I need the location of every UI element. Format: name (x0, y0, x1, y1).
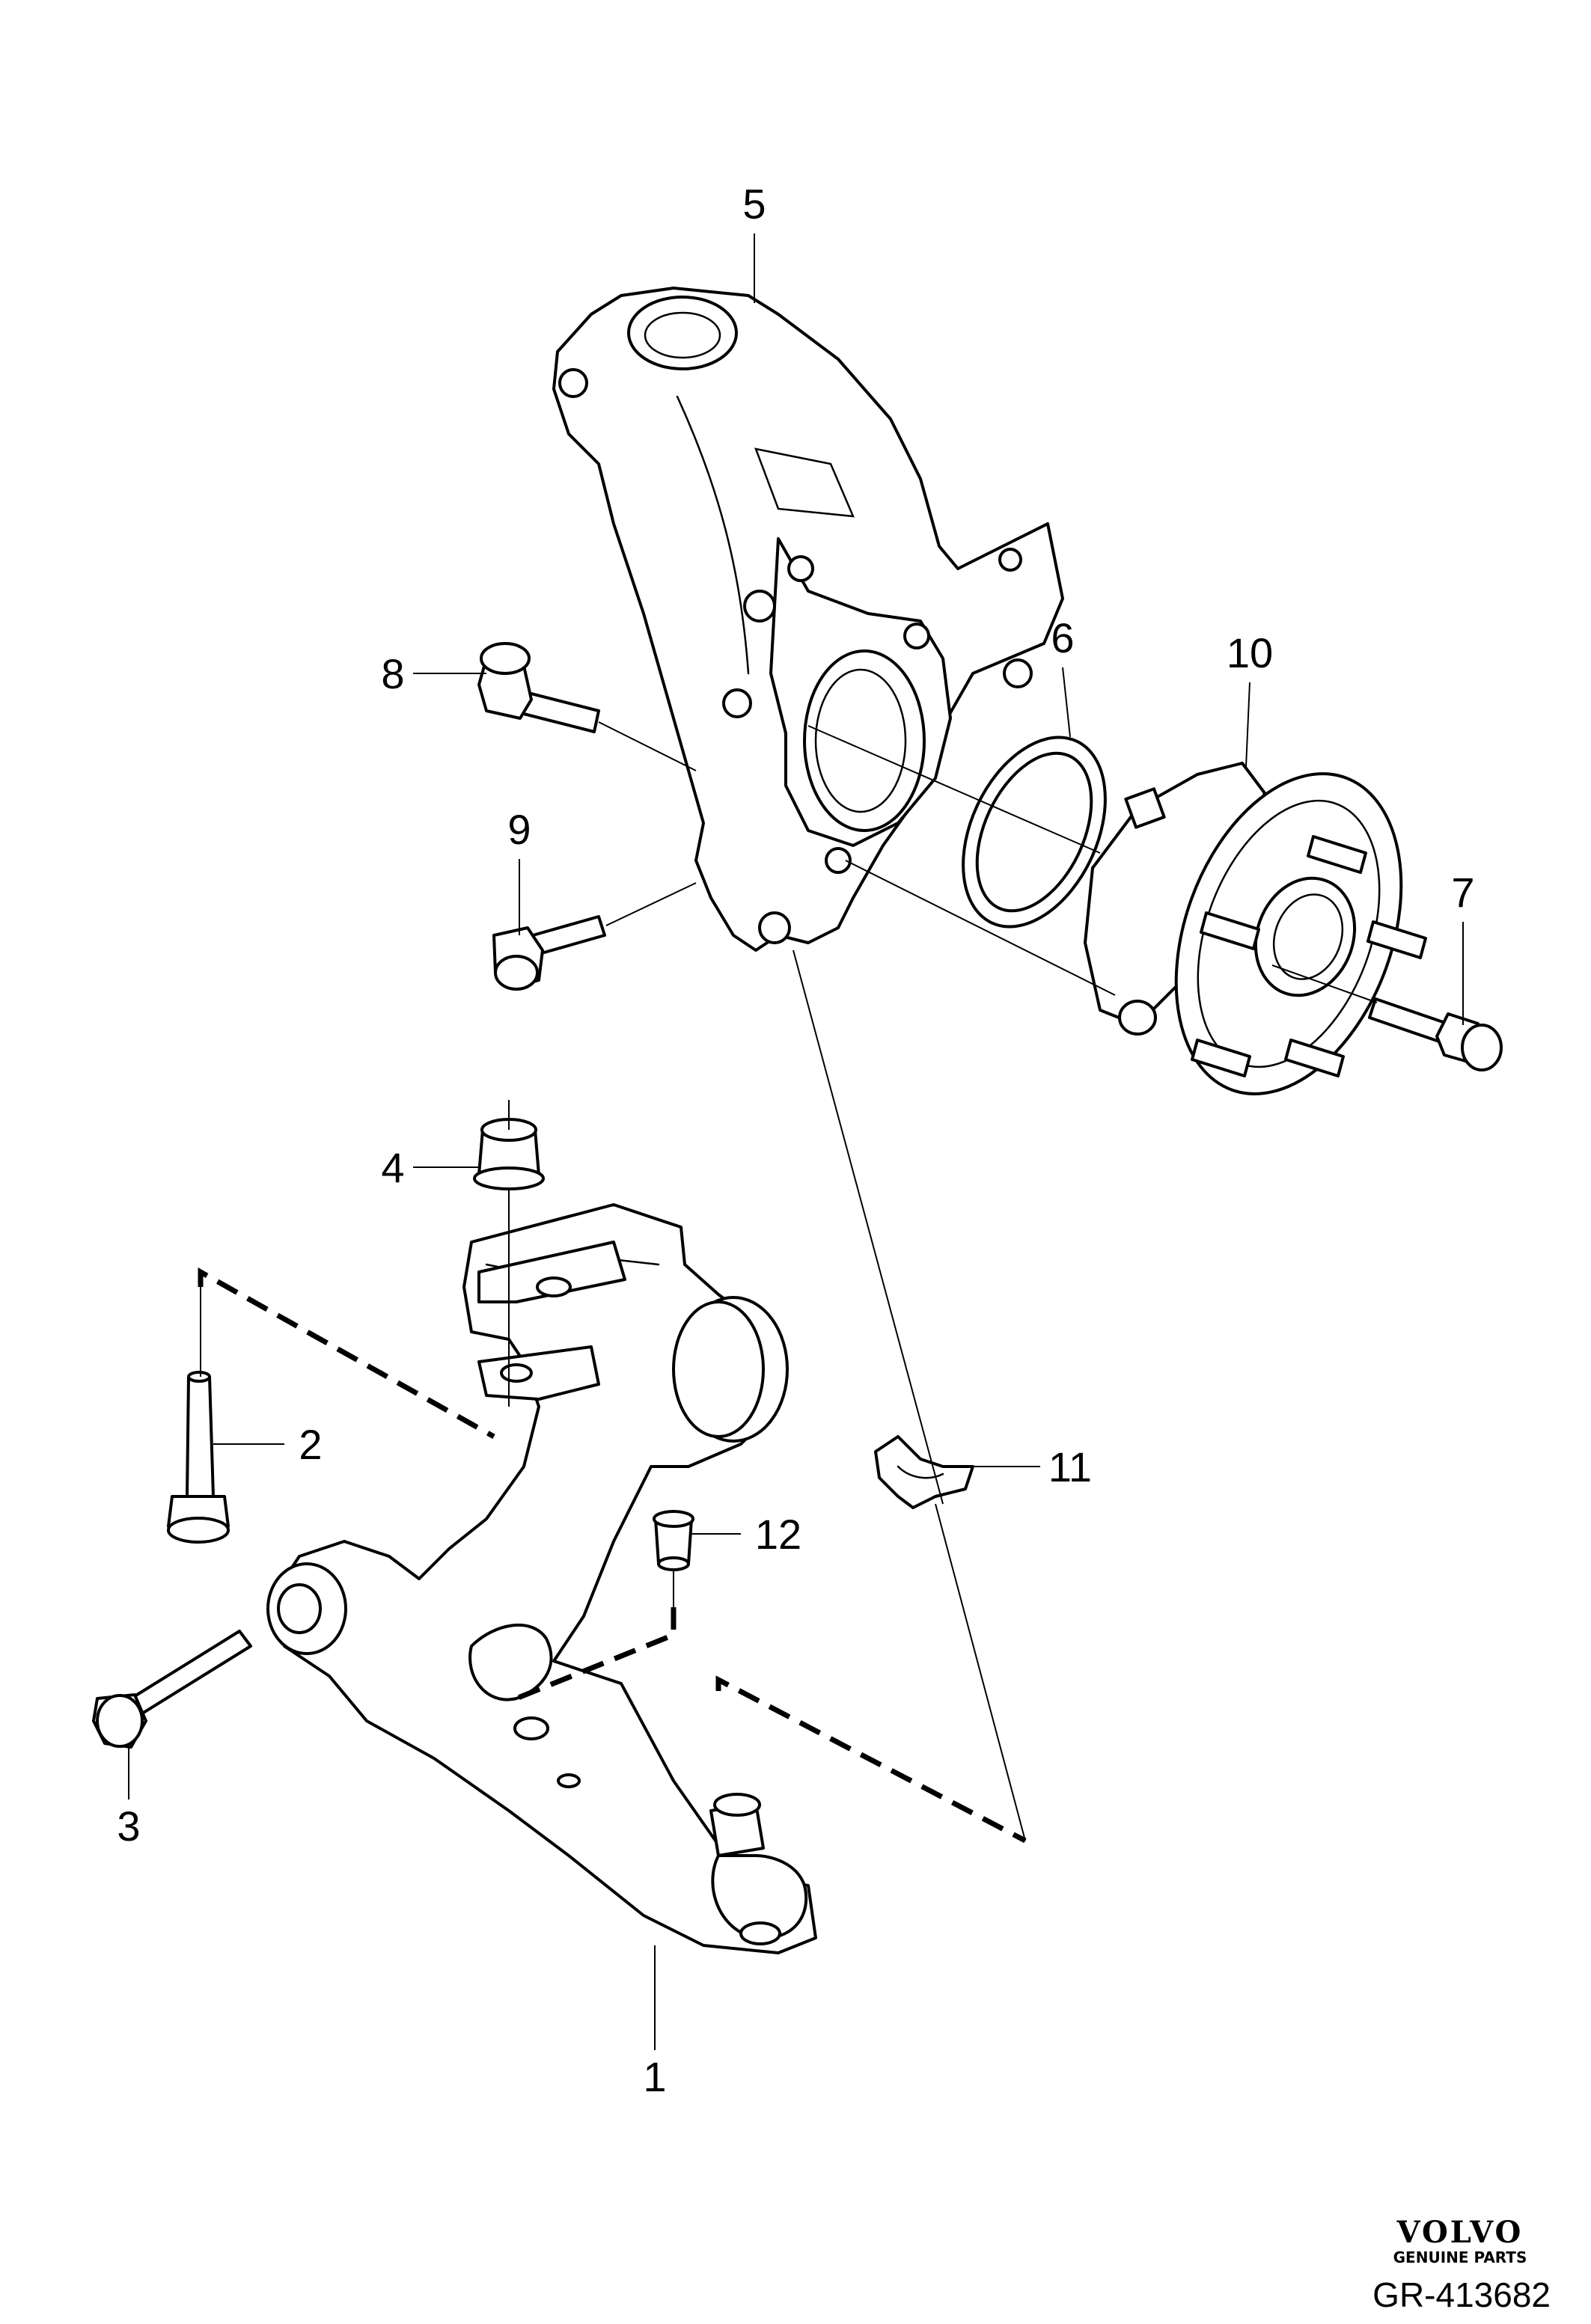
ring (962, 736, 1107, 929)
drawing-number: GR-413682 (1372, 2275, 1551, 2314)
clip-11 (874, 1435, 974, 1509)
bolt-2 (167, 1371, 230, 1544)
wheel-studs (1191, 835, 1427, 1077)
brand-name: VOLVO (1396, 2215, 1524, 2250)
assembly-dashed-lines (198, 1268, 1027, 1844)
bolt-3 (92, 1630, 252, 1749)
callout-3: 3 (117, 1802, 140, 1850)
bolt-8 (477, 642, 600, 733)
brand-logo: VOLVO GENUINE PARTS (1374, 2215, 1546, 2266)
callout-4: 4 (381, 1144, 404, 1191)
callout-10: 10 (1227, 629, 1273, 676)
callout-6: 6 (1051, 614, 1074, 661)
callout-12: 12 (755, 1511, 801, 1558)
callout-9: 9 (507, 806, 531, 853)
callout-labels: 5 8 9 4 6 10 7 2 3 11 12 1 (117, 180, 1474, 2100)
callout-8: 8 (381, 650, 404, 697)
callout-5: 5 (742, 180, 766, 227)
assembly-lines (200, 721, 1378, 1841)
callout-7: 7 (1451, 869, 1474, 916)
bolt-7 (1368, 997, 1503, 1071)
bushing-12 (653, 1510, 694, 1571)
nut-4 (473, 1118, 545, 1190)
callout-leaders (128, 233, 1464, 2050)
callout-2: 2 (299, 1421, 322, 1468)
brand-subtitle: GENUINE PARTS (1393, 2248, 1527, 2266)
lower-control-arm (266, 1203, 817, 1954)
callout-11: 11 (1048, 1443, 1092, 1490)
bolt-9 (492, 915, 606, 991)
callout-1: 1 (643, 2053, 666, 2100)
